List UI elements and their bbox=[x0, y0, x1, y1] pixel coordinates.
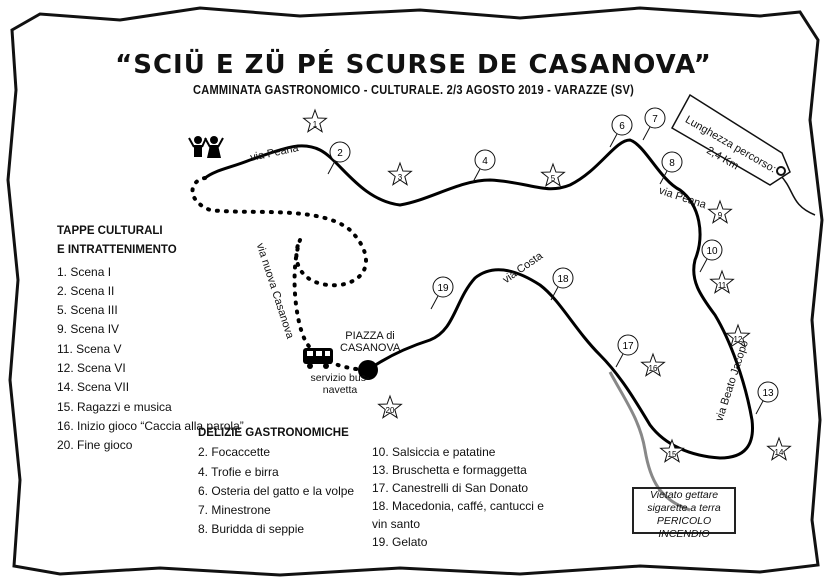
marker-number: 18 bbox=[557, 274, 569, 285]
circle-marker-icon bbox=[757, 381, 779, 403]
star-marker-icon bbox=[377, 394, 403, 419]
marker-number: 19 bbox=[437, 283, 449, 294]
star-marker-icon bbox=[659, 438, 685, 463]
star-marker-icon bbox=[387, 161, 413, 186]
parchment-border bbox=[6, 6, 824, 577]
marker-number: 8 bbox=[669, 158, 675, 169]
marker-number: 16 bbox=[649, 364, 658, 373]
warning-line: PERICOLO INCENDIO bbox=[656, 515, 712, 540]
people-icon bbox=[188, 136, 224, 158]
legend-item: 11. Scena V bbox=[57, 341, 122, 356]
marker-number: 12 bbox=[734, 335, 743, 344]
circle-marker-icon bbox=[661, 151, 683, 173]
alt-path bbox=[608, 371, 691, 512]
legend-item: 20. Fine gioco bbox=[57, 438, 133, 453]
circle-marker-icon bbox=[329, 141, 351, 163]
circle-marker-icon bbox=[611, 114, 633, 136]
legend-item: 1. Scena I bbox=[57, 264, 112, 279]
star-marker-icon bbox=[766, 436, 792, 461]
legend-item: 4. Trofie e birra bbox=[198, 464, 279, 479]
marker-number: 15 bbox=[668, 450, 677, 459]
legend-item: 7. Minestrone bbox=[198, 503, 271, 518]
marker-number: 2 bbox=[337, 148, 343, 159]
star-marker-icon bbox=[725, 323, 751, 348]
marker-number: 20 bbox=[386, 406, 395, 415]
legend-item: 5. Scena III bbox=[57, 303, 118, 318]
legend-heading: DELIZIE GASTRONOMICHE bbox=[198, 427, 349, 439]
star-marker-icon bbox=[640, 352, 666, 377]
legend-item: 9. Scena IV bbox=[57, 322, 120, 337]
legend-item: 12. Scena VI bbox=[57, 361, 126, 376]
marker-number: 6 bbox=[619, 121, 625, 132]
circle-marker-icon bbox=[432, 276, 454, 298]
circle-marker-icon bbox=[552, 267, 574, 289]
piazza-dot bbox=[358, 360, 378, 380]
legend-item: 18. Macedonia, caffé, cantucci e bbox=[372, 499, 544, 513]
legend-item: vin santo bbox=[372, 517, 421, 531]
bus-label: servizio bus-navetta bbox=[310, 372, 370, 396]
circle-marker-icon bbox=[474, 149, 496, 171]
legend-gastronomiche: DELIZIE GASTRONOMICHE 2. Focaccette 4. Tr… bbox=[198, 424, 354, 540]
legend-item: 14. Scena VII bbox=[57, 380, 130, 395]
marker-number: 17 bbox=[622, 341, 634, 352]
legend-item: 13. Bruschetta e formaggetta bbox=[372, 463, 527, 477]
map-subtitle: CAMMINATA GASTRONOMICO - CULTURALE. 2/3 … bbox=[192, 82, 635, 97]
legend-item: 15. Ragazzi e musica bbox=[57, 399, 172, 414]
legend-item: 6. Osteria del gatto e la volpe bbox=[198, 483, 355, 498]
marker-number: 5 bbox=[551, 174, 556, 183]
marker-number: 3 bbox=[398, 173, 403, 182]
marker-number: 7 bbox=[652, 114, 658, 125]
bus-icon bbox=[303, 348, 333, 369]
marker-number: 14 bbox=[775, 448, 784, 457]
warning-line: Vietato gettare bbox=[649, 489, 719, 501]
star-marker-icon bbox=[709, 269, 735, 294]
fire-warning-box: Vietato gettare sigarette a terra PERICO… bbox=[632, 487, 736, 540]
marker-number: 4 bbox=[482, 156, 488, 167]
legend-heading: TAPPE CULTURALI bbox=[57, 225, 163, 237]
legend-item: 8. Buridda di seppie bbox=[198, 522, 305, 537]
marker-number: 9 bbox=[718, 211, 723, 220]
legend-item: 17. Canestrelli di San Donato bbox=[372, 481, 529, 495]
marker-number: 11 bbox=[718, 281, 727, 290]
piazza-label: PIAZZA di CASANOVA bbox=[340, 330, 401, 354]
legend-item: 19. Gelato bbox=[372, 535, 428, 549]
tag-hole bbox=[776, 166, 786, 176]
legend-culturali: TAPPE CULTURALI E INTRATTENIMENTO 1. Sce… bbox=[57, 222, 244, 456]
tag-string bbox=[779, 174, 816, 216]
marker-number: 1 bbox=[313, 120, 318, 129]
circle-marker-icon bbox=[701, 239, 723, 261]
warning-line: sigarette a terra bbox=[647, 502, 721, 514]
length-tag bbox=[670, 93, 791, 186]
star-marker-icon bbox=[302, 108, 328, 133]
circle-marker-icon bbox=[617, 334, 639, 356]
route-line bbox=[204, 138, 755, 460]
marker-number: 13 bbox=[762, 388, 774, 399]
star-marker-icon bbox=[707, 199, 733, 224]
circle-marker-icon bbox=[644, 107, 666, 129]
legend-item: 2. Focaccette bbox=[198, 445, 271, 460]
legend-item: 2. Scena II bbox=[57, 283, 115, 298]
route-dotted bbox=[190, 176, 368, 372]
star-marker-icon bbox=[540, 162, 566, 187]
legend-heading: E INTRATTENIMENTO bbox=[57, 244, 177, 257]
marker-number: 10 bbox=[706, 246, 718, 257]
map-title: “SCIÜ E ZÜ PÉ SCURSE DE CASANOVA” bbox=[115, 50, 712, 80]
legend-item: 16. Inizio gioco “Caccia alla parola” bbox=[57, 418, 244, 433]
legend-item: 10. Salsiccia e patatine bbox=[372, 445, 496, 459]
legend-gastronomiche-col2: 10. Salsiccia e patatine 13. Bruschetta e… bbox=[372, 443, 544, 551]
